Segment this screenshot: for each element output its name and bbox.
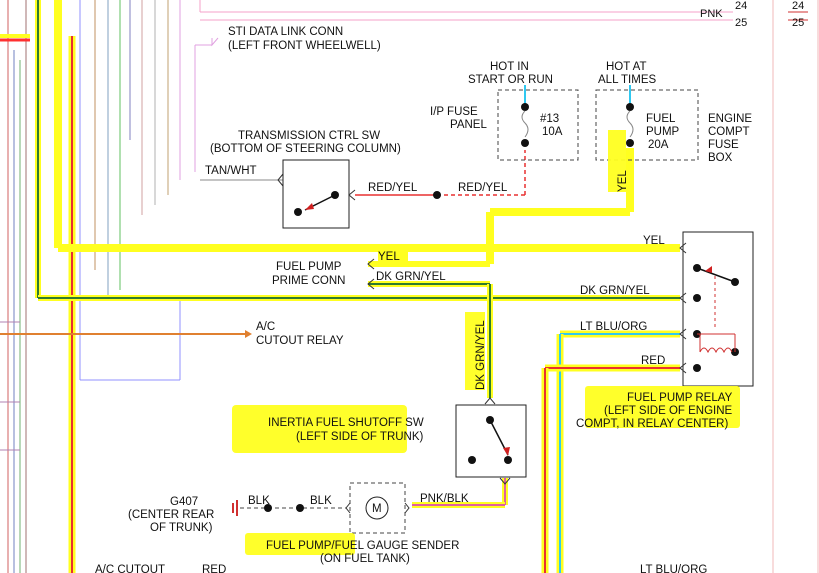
fuse-box-label3: FUSE bbox=[708, 139, 739, 151]
top-right-labels: PNK 24 25 24 25 bbox=[700, 0, 804, 29]
fuse-left-hot1: HOT IN bbox=[490, 61, 529, 73]
dkgrn-main-label: DK GRN/YEL bbox=[580, 285, 650, 297]
ref-24: 24 bbox=[735, 0, 747, 12]
ac-label2: CUTOUT RELAY bbox=[256, 335, 344, 347]
fuse-box-label1: ENGINE bbox=[708, 113, 752, 125]
red-label: RED bbox=[641, 355, 665, 367]
ltblu-label: LT BLU/ORG bbox=[580, 321, 647, 333]
fuse-right-name2: PUMP bbox=[646, 126, 680, 138]
fuse-right-hot1: HOT AT bbox=[606, 61, 646, 73]
fuse-number: #13 bbox=[540, 113, 559, 125]
fuse-right-amps: 20A bbox=[648, 139, 669, 151]
trans-sw-location: (BOTTOM OF STEERING COLUMN) bbox=[210, 143, 401, 155]
red-yel-label2: RED/YEL bbox=[458, 182, 508, 194]
yel-main-label: YEL bbox=[643, 235, 665, 247]
pump-label2: (ON FUEL TANK) bbox=[320, 553, 410, 565]
ground-location1: (CENTER REAR bbox=[128, 509, 214, 521]
pump-label1: FUEL PUMP/FUEL GAUGE SENDER bbox=[266, 540, 459, 552]
sti-label: STI DATA LINK CONN bbox=[228, 26, 343, 38]
fuse-box-label4: BOX bbox=[708, 152, 733, 164]
fuse-right-name1: FUEL bbox=[646, 113, 676, 125]
blk-label1: BLK bbox=[248, 495, 270, 507]
fuse-left-hot2: START OR RUN bbox=[468, 74, 553, 86]
bottom-red-label: RED bbox=[202, 564, 226, 573]
ref-25b: 25 bbox=[792, 17, 804, 29]
dkgrn-prime-label: DK GRN/YEL bbox=[376, 271, 446, 283]
inertia-label2: (LEFT SIDE OF TRUNK) bbox=[296, 431, 424, 443]
prime-conn-label1: FUEL PUMP bbox=[276, 261, 342, 273]
dkgrn-vert-label: DK GRN/YEL bbox=[475, 320, 487, 390]
ref-25: 25 bbox=[735, 17, 747, 29]
trans-sw-label: TRANSMISSION CTRL SW bbox=[238, 130, 380, 142]
ac-label1: A/C bbox=[256, 321, 275, 333]
inertia-label1: INERTIA FUEL SHUTOFF SW bbox=[268, 417, 424, 429]
fuse-right-hot2: ALL TIMES bbox=[598, 74, 656, 86]
sti-location: (LEFT FRONT WHEELWELL) bbox=[228, 40, 381, 52]
fuse-box-label2: COMPT bbox=[708, 126, 750, 138]
tan-wht-label: TAN/WHT bbox=[205, 165, 257, 177]
pnkblk-label: PNK/BLK bbox=[420, 493, 469, 505]
ref-24b: 24 bbox=[792, 0, 804, 12]
fuse-left-amps: 10A bbox=[542, 126, 563, 138]
relay-label3: COMPT, IN RELAY CENTER) bbox=[576, 418, 728, 430]
pnk-label: PNK bbox=[700, 8, 723, 20]
motor-symbol: M bbox=[372, 503, 382, 515]
bottom-ac-label: A/C CUTOUT bbox=[95, 564, 165, 573]
yel-vert-label: YEL bbox=[617, 170, 629, 192]
ground-label: G407 bbox=[170, 496, 198, 508]
blk-label2: BLK bbox=[310, 495, 332, 507]
fuse-panel-label2: PANEL bbox=[450, 119, 487, 131]
fuse-panel-label: I/P FUSE bbox=[430, 106, 478, 118]
relay-label1: FUEL PUMP RELAY bbox=[627, 392, 733, 404]
ground-location2: OF TRUNK) bbox=[150, 522, 213, 534]
yel-prime-label: YEL bbox=[378, 251, 400, 263]
relay-label2: (LEFT SIDE OF ENGINE bbox=[604, 405, 733, 417]
red-yel-label1: RED/YEL bbox=[368, 182, 418, 194]
bottom-ltblu-label: LT BLU/ORG bbox=[640, 564, 707, 573]
prime-conn-label2: PRIME CONN bbox=[272, 275, 345, 287]
